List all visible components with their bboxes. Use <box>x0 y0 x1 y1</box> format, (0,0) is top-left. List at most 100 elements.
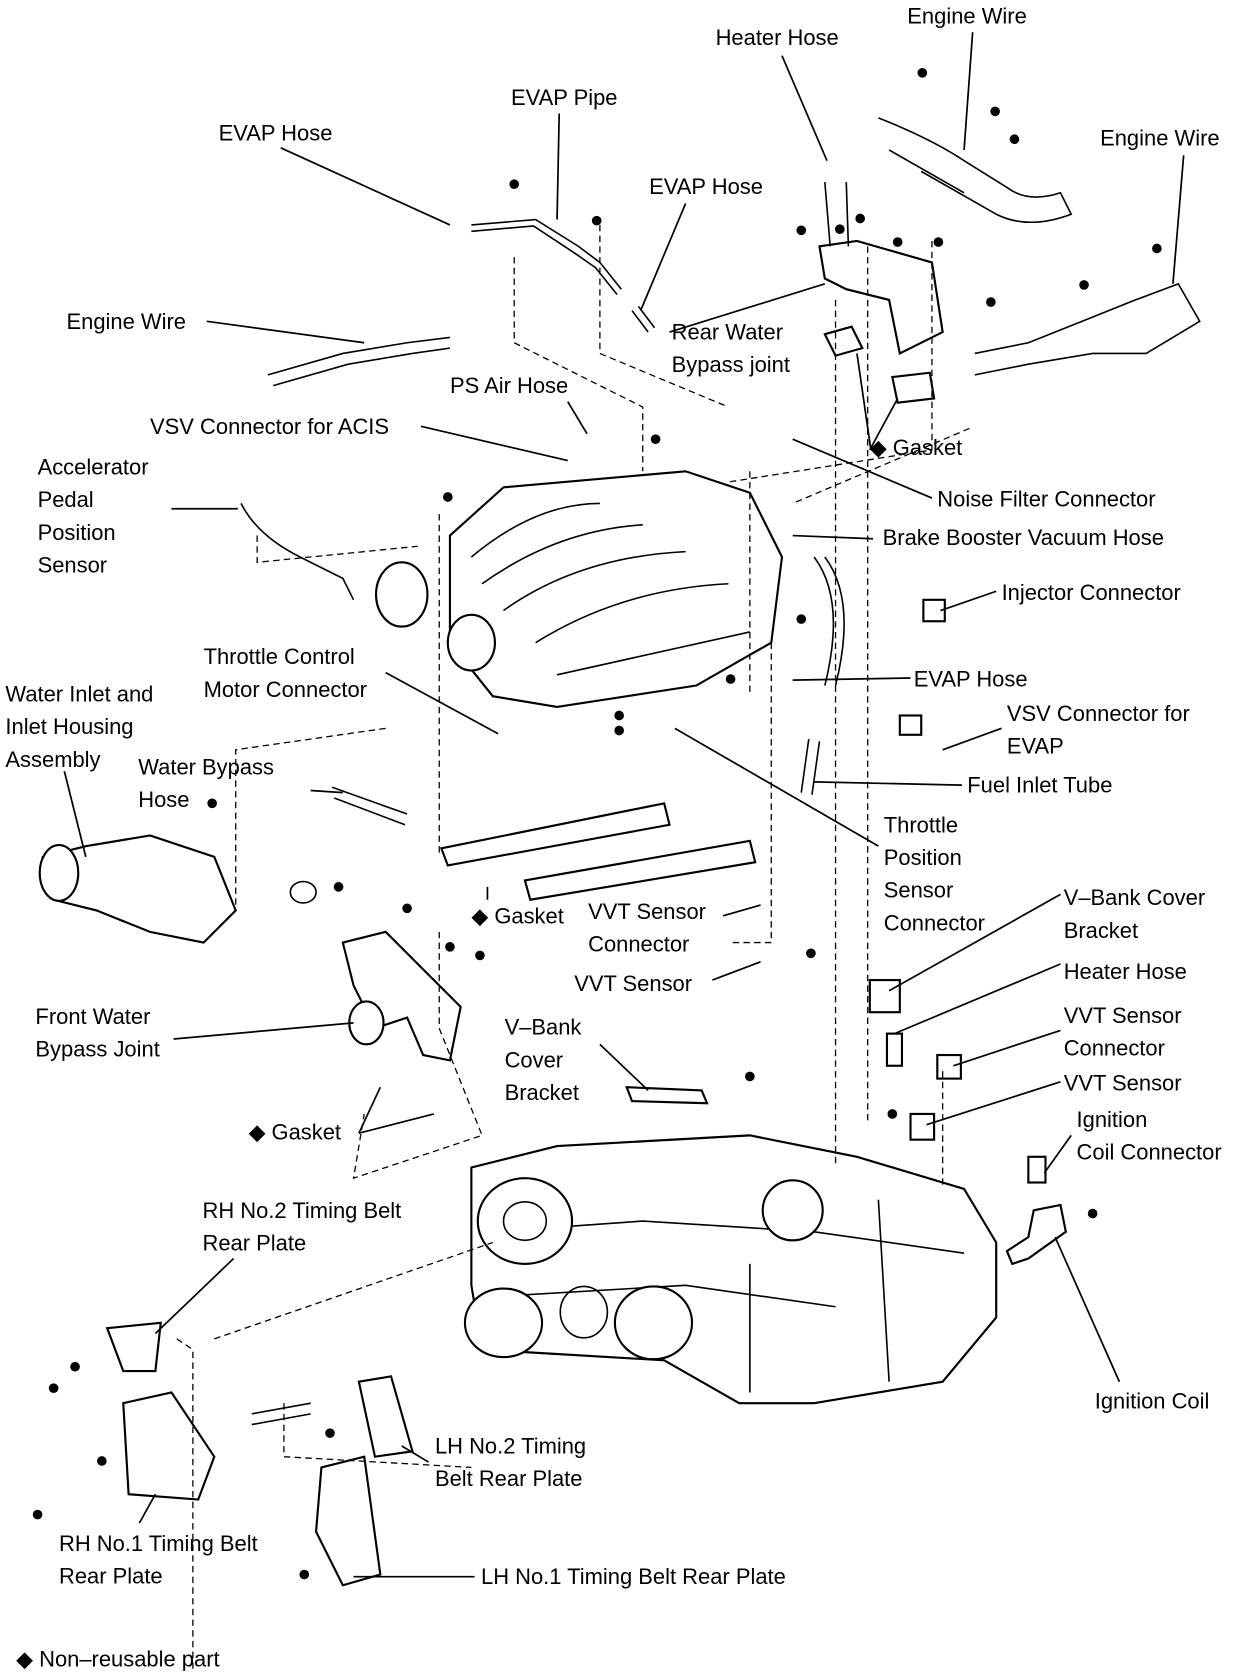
label-gasket-top: ◆ Gasket <box>870 435 962 460</box>
leader-line <box>942 727 1002 751</box>
leader-line <box>154 1257 235 1335</box>
label-gasket-mid: ◆ Gasket <box>471 903 563 928</box>
heater-hose-right-part <box>885 1032 904 1067</box>
water-bypass-hose-part <box>331 786 408 826</box>
bolt-icon <box>917 68 928 78</box>
leader-line <box>856 353 872 450</box>
bolt-icon <box>445 942 455 952</box>
label-text: EVAP Pipe <box>511 85 618 110</box>
label-vvt-sensor-mid: VVT Sensor <box>574 971 692 996</box>
bolt-icon <box>1152 243 1162 254</box>
water-inlet-housing <box>41 834 237 944</box>
ignition-coil-part <box>1005 1203 1068 1266</box>
bolt-icon <box>933 237 944 247</box>
label-text: Sensor <box>38 553 108 578</box>
legend-non-reusable-part: ◆ Non–reusable part <box>16 1647 219 1672</box>
ignition-coil-connector-part <box>1027 1155 1047 1184</box>
engine-wire-right-part <box>974 282 1201 376</box>
bolt-icon <box>835 224 845 235</box>
bolt-icon <box>806 948 816 959</box>
leader-line <box>963 32 974 151</box>
label-text: PS Air Hose <box>450 373 568 398</box>
leader-line <box>792 534 874 540</box>
label-vsv-connector-acis: VSV Connector for ACIS <box>150 414 389 439</box>
bolt-icon <box>32 1509 43 1520</box>
label-text: ◆ Gasket <box>870 435 962 460</box>
bolt-icon <box>725 674 736 684</box>
front-water-opening <box>348 1000 385 1046</box>
bolt-icon <box>887 1109 898 1119</box>
bolt-icon <box>325 1428 335 1438</box>
evap-hose-right-part <box>813 556 845 686</box>
label-text: Coil Connector <box>1077 1139 1222 1164</box>
label-text: Motor Connector <box>204 677 367 702</box>
bolt-icon <box>475 950 485 961</box>
label-text: Bypass joint <box>672 352 790 377</box>
pulley-hub <box>559 1285 609 1339</box>
lh-no1-plate <box>314 1455 382 1587</box>
throttle-body-2 <box>446 613 497 672</box>
bolt-icon <box>509 179 520 190</box>
bolt-icon <box>97 1456 107 1466</box>
engine-block <box>470 1134 998 1405</box>
label-text: Bracket <box>1064 918 1138 943</box>
label-text: Heater Hose <box>716 25 839 50</box>
label-text: VSV Connector for <box>1007 701 1190 726</box>
vvt-sensor-part <box>909 1112 936 1141</box>
label-brake-booster-vacuum-hose: Brake Booster Vacuum Hose <box>883 525 1164 550</box>
leader-line <box>869 398 899 451</box>
leader-line <box>401 1445 429 1463</box>
leader-line <box>712 961 761 981</box>
camshaft-pulley-lh2 <box>613 1285 694 1361</box>
bolt-icon <box>990 106 1000 117</box>
label-text: Rear Plate <box>203 1231 307 1256</box>
label-gasket-bottom: ◆ Gasket <box>249 1120 341 1145</box>
label-text: Hose <box>138 787 189 812</box>
label-engine-wire-right: Engine Wire <box>1100 126 1219 151</box>
label-text: Position <box>884 845 962 870</box>
label-text: Position <box>38 520 116 545</box>
leader-line <box>280 147 451 226</box>
o-ring <box>289 880 317 904</box>
leader-line <box>556 113 561 220</box>
label-text: VVT Sensor <box>588 899 706 924</box>
intake-gasket-2 <box>523 839 757 901</box>
label-text: EVAP Hose <box>219 120 333 145</box>
label-text: RH No.1 Timing Belt <box>59 1531 258 1556</box>
bolt-icon <box>207 798 217 809</box>
label-text: Throttle Control <box>204 644 355 669</box>
vvt-pulley <box>761 1179 824 1242</box>
vvt-sensor-connector-part <box>936 1053 962 1080</box>
label-heater-hose-right: Heater Hose <box>1064 959 1187 984</box>
leader-line <box>674 727 879 847</box>
label-evap-hose-mid: EVAP Hose <box>649 174 763 199</box>
label-text: V–Bank Cover <box>1064 885 1205 910</box>
bolt-icon <box>986 297 996 307</box>
label-text: Brake Booster Vacuum Hose <box>883 525 1164 550</box>
parts-drawing <box>38 117 1201 1671</box>
bolt-icon <box>796 225 807 236</box>
engine-wire-top-part <box>878 117 1073 223</box>
label-text: Heater Hose <box>1064 959 1187 984</box>
fuel-inlet-tube-part <box>800 738 821 795</box>
leader-line <box>63 770 87 858</box>
label-text: Injector Connector <box>1002 580 1181 605</box>
label-text: Accelerator <box>38 455 149 480</box>
rear-water-bypass-joint-part <box>818 239 944 356</box>
evap-pipe-part <box>471 218 622 296</box>
label-text: Engine Wire <box>907 4 1027 29</box>
leader-line <box>567 401 588 435</box>
vsv-evap-part <box>898 714 923 736</box>
v-bank-bracket-right-part <box>868 978 901 1014</box>
rh-no2-plate <box>105 1321 162 1373</box>
label-text: Sensor <box>884 878 954 903</box>
label-text: Connector <box>884 910 985 935</box>
label-text: Noise Filter Connector <box>937 487 1155 512</box>
accelerator-sensor-cable <box>240 503 355 601</box>
gasket-rear-2 <box>891 371 936 404</box>
label-text: LH No.2 Timing <box>435 1433 586 1458</box>
